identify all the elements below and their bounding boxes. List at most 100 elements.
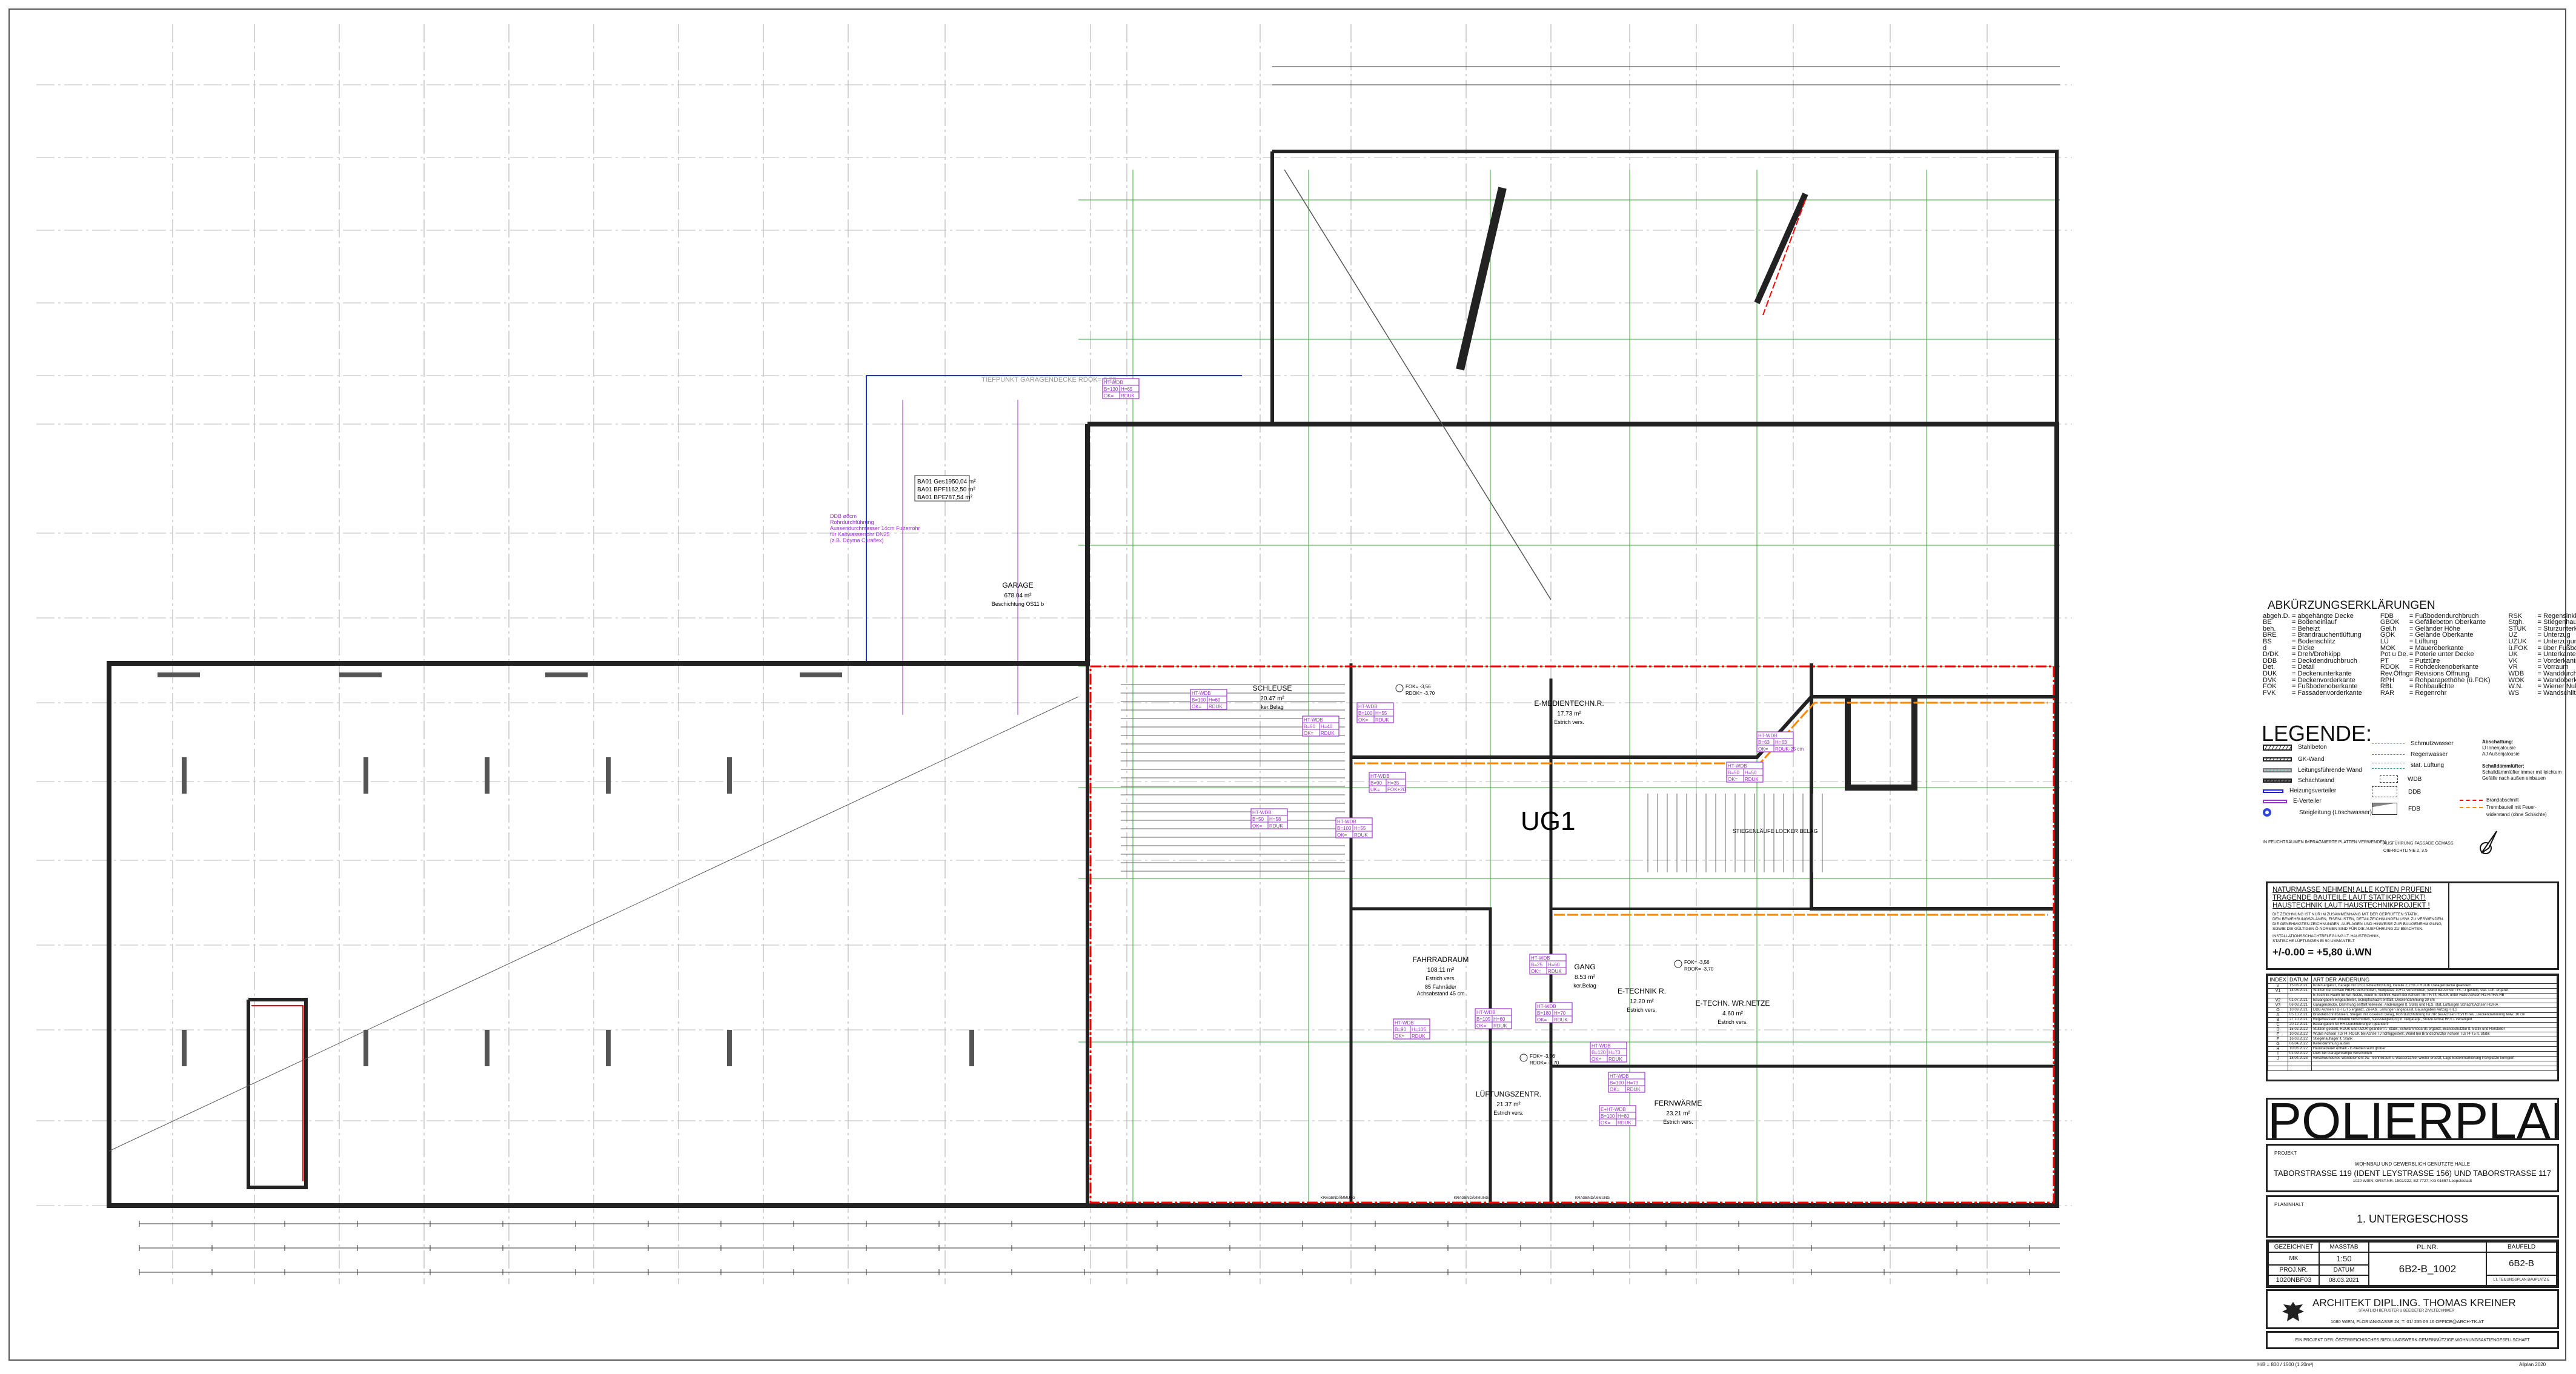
svg-text:4.60 m²: 4.60 m² <box>1722 1011 1744 1017</box>
abbreviation-item: BS= Bodenschlitz <box>2263 637 2335 645</box>
svg-text:BA01 BPE: BA01 BPE <box>917 494 946 501</box>
svg-text:RDUK: RDUK <box>1121 393 1135 399</box>
svg-text:85 Fahrräder: 85 Fahrräder <box>1425 984 1456 990</box>
reference-level: +/-0.00 = +5,80 ü.WN <box>2272 946 2372 958</box>
svg-text:OK=: OK= <box>1592 1057 1602 1062</box>
svg-text:FOK= -3,56: FOK= -3,56 <box>1406 684 1431 689</box>
svg-text:OK=: OK= <box>1104 393 1114 399</box>
legend-schachtwand: Schachtwand <box>2263 777 2334 784</box>
svg-text:FOK+20: FOK+20 <box>1387 787 1406 792</box>
abbreviation-item: RBL= Rohbaulichte <box>2380 683 2454 691</box>
svg-text:B=90: B=90 <box>1370 780 1382 786</box>
svg-text:RDUK: RDUK <box>1321 731 1335 736</box>
abbreviation-item: RSK= Regensinkkasten <box>2508 612 2576 620</box>
svg-text:1950,04 m²: 1950,04 m² <box>945 479 976 485</box>
abbreviation-item: FOK= Fußbodenoberkante <box>2263 683 2358 691</box>
svg-text:HT-WDB: HT-WDB <box>1610 1074 1629 1079</box>
legend-steigleitung: Steigleitung (Löschwasser) <box>2263 808 2372 817</box>
svg-text:OK=: OK= <box>1610 1087 1620 1092</box>
svg-text:B=25: B=25 <box>1531 962 1542 967</box>
bike-note: 85 Fahrräder Achsabstand 45 cm <box>1416 984 1464 997</box>
legend-stahlbeton: Stahlbeton <box>2263 744 2327 751</box>
svg-text:GARAGE: GARAGE <box>1002 581 1033 589</box>
svg-text:BA01 Ges: BA01 Ges <box>917 479 945 485</box>
svg-text:FERNWÄRME: FERNWÄRME <box>1655 1099 1702 1107</box>
svg-text:H=50: H=50 <box>1745 770 1757 775</box>
abbreviation-item: WOK= Wandoberkante <box>2508 676 2576 684</box>
svg-text:HT-WDB: HT-WDB <box>1337 819 1356 825</box>
svg-text:Estrich vers.: Estrich vers. <box>1663 1119 1693 1125</box>
svg-text:B=100: B=100 <box>1358 711 1373 716</box>
architect-name: ARCHITEKT DIPL.ING. THOMAS KREINER <box>2312 1297 2516 1309</box>
svg-text:B=105: B=105 <box>1476 1017 1491 1022</box>
svg-text:Estrich vers.: Estrich vers. <box>1627 1007 1657 1013</box>
legend-schmutzwasser: Schmutzwasser <box>2372 740 2454 747</box>
abbreviation-item: beh.= Beheizt <box>2263 625 2320 632</box>
svg-text:Beschichtung OS11 b: Beschichtung OS11 b <box>992 601 1044 607</box>
legend-leitungswand: Leitungsführende Wand <box>2263 767 2362 774</box>
svg-text:RDUK: RDUK <box>1548 969 1562 974</box>
legend-note-feucht: IN FEUCHTRÄUMEN IMPRÄGNIERTE PLATTEN VER… <box>2263 840 2386 845</box>
abbreviation-item: FVK= Fassadenvorderkante <box>2263 689 2362 697</box>
svg-text:HT-WDB: HT-WDB <box>1537 1004 1556 1009</box>
client-box: EIN PROJEKT DER: ÖSTERREICHISCHES SIEDLU… <box>2266 1331 2559 1349</box>
abbreviation-item: RAR= Regenrohr <box>2380 689 2447 697</box>
svg-text:DDB ø8cm: DDB ø8cm <box>830 513 857 519</box>
svg-text:HT-WDB: HT-WDB <box>1728 763 1747 769</box>
svg-text:Estrich vers.: Estrich vers. <box>1426 975 1456 981</box>
abbreviation-column: RSK= RegensinkkastenStgh.= StiegenhausST… <box>2508 612 2576 697</box>
svg-text:H=55: H=55 <box>1354 826 1366 831</box>
svg-text:H=60: H=60 <box>1493 1017 1505 1022</box>
architect-box: ARCHITEKT DIPL.ING. THOMAS KREINER STAAT… <box>2266 1289 2559 1329</box>
top-note: TIEFPUNKT GARAGENDECKE RDOK= 0.78 <box>981 376 1117 383</box>
svg-text:Achsabstand 45 cm: Achsabstand 45 cm <box>1416 991 1464 997</box>
svg-text:B=60: B=60 <box>1304 724 1315 729</box>
svg-text:OK=: OK= <box>1337 832 1347 838</box>
svg-text:HT-WDB: HT-WDB <box>1370 774 1390 779</box>
abbreviation-item: VR= Vorraum <box>2508 663 2569 671</box>
svg-text:H=63: H=63 <box>1775 740 1787 745</box>
svg-text:B=100: B=100 <box>1610 1080 1624 1086</box>
abbreviation-item: LÜ= Lüftung <box>2380 637 2438 645</box>
ddb-note: DDB ø8cm Rohrdurchführung Aussendurchmes… <box>830 513 920 543</box>
abbreviation-item: BE= Bodeneinlauf <box>2263 619 2337 626</box>
plan-type-title: POLIERPLAN <box>2266 1098 2559 1140</box>
svg-text:RDUK: RDUK <box>1209 704 1223 709</box>
svg-text:12.20 m²: 12.20 m² <box>1630 998 1654 1005</box>
abbreviations-title: ABKÜRZUNGSERKLÄRUNGEN <box>2268 599 2435 612</box>
abbreviation-item: RPH= Rohparapethöhe (ü.FOK) <box>2380 676 2491 684</box>
svg-text:OK=: OK= <box>1358 717 1369 723</box>
plan-content-box: PLANINHALT 1. UNTERGESCHOSS <box>2266 1195 2559 1238</box>
abbreviation-item: STUK= Sturzunterkante <box>2508 625 2576 632</box>
svg-text:E-MEDIENTECHN.R.: E-MEDIENTECHN.R. <box>1534 699 1604 708</box>
svg-text:GANG: GANG <box>1574 963 1595 971</box>
svg-text:OK=: OK= <box>1537 1017 1547 1023</box>
legend-e-verteiler: E-Verteiler <box>2263 798 2322 805</box>
svg-text:FAHRRADRAUM: FAHRRADRAUM <box>1413 955 1469 964</box>
abbreviation-item: ü.FOK= über Fußbodenoberkante <box>2508 644 2576 652</box>
legend-lueftung: stat. Lüftung <box>2372 762 2444 769</box>
svg-text:B=100: B=100 <box>1601 1113 1615 1119</box>
